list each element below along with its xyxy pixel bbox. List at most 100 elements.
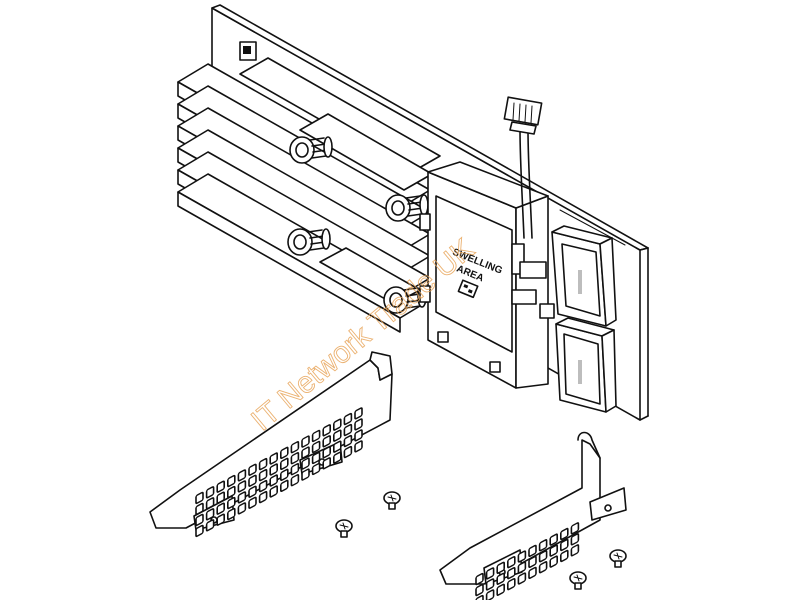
- vent-slot: [301, 468, 310, 481]
- vent-slot: [279, 457, 289, 471]
- vent-slot: [506, 577, 516, 591]
- vent-slot: [528, 555, 537, 569]
- vent-slot: [216, 502, 225, 515]
- vent-slot: [570, 544, 580, 557]
- vent-slot: [559, 549, 569, 563]
- vent-slot: [311, 462, 321, 476]
- vent-slot: [496, 561, 506, 574]
- spring-screw-2: [385, 194, 429, 222]
- vent-slot: [485, 567, 495, 580]
- vent-slot: [248, 485, 257, 498]
- vent-slot: [258, 457, 268, 471]
- vent-slot: [528, 566, 537, 580]
- sas-connector-top: [551, 225, 617, 327]
- vent-slot: [279, 446, 289, 460]
- vent-slot: [248, 496, 257, 509]
- vent-slot: [216, 491, 225, 504]
- vent-slot: [311, 451, 321, 465]
- screw-4: [569, 571, 587, 590]
- vent-slot: [549, 544, 559, 557]
- vent-slot: [343, 434, 353, 448]
- vent-slot: [528, 544, 537, 558]
- vent-slot: [258, 490, 268, 504]
- vent-slot: [559, 538, 569, 552]
- vent-slot: [227, 485, 236, 499]
- vent-slot: [549, 533, 559, 546]
- vent-slot: [354, 418, 363, 431]
- vent-slot: [205, 497, 215, 510]
- vent-slot: [205, 486, 215, 499]
- vent-slot: [279, 468, 289, 482]
- vent-slot: [269, 463, 279, 476]
- vent-slot: [538, 550, 548, 563]
- vent-slot: [506, 555, 516, 569]
- vent-slot: [517, 561, 527, 574]
- vent-slot: [475, 583, 484, 597]
- vent-slot: [343, 412, 353, 426]
- vent-slot: [506, 566, 516, 580]
- low-bracket-vent-grid: [475, 522, 580, 600]
- sas-connector-bottom: [555, 317, 617, 413]
- vent-slot: [496, 572, 506, 585]
- vent-slot: [269, 485, 279, 498]
- vent-slot: [237, 469, 247, 482]
- full-bracket-vent-grid: [195, 407, 363, 538]
- vent-slot: [290, 452, 300, 465]
- vent-slot: [322, 435, 332, 448]
- vent-slot: [343, 445, 353, 459]
- vent-slot: [570, 522, 580, 535]
- vent-slot: [354, 429, 363, 442]
- vent-slot: [322, 457, 332, 470]
- low-profile-bracket: [439, 431, 627, 600]
- vent-slot: [322, 446, 332, 459]
- battery-module: SWELLING AREA: [419, 161, 555, 389]
- vent-slot: [195, 513, 204, 527]
- full-height-bracket: [149, 351, 393, 538]
- vent-slot: [248, 474, 257, 487]
- vent-slot: [195, 524, 204, 538]
- spring-screw-1: [289, 136, 333, 164]
- vent-slot: [343, 423, 353, 437]
- vent-slot: [301, 457, 310, 470]
- vent-slot: [216, 513, 225, 526]
- screw-3: [609, 549, 627, 568]
- vent-slot: [332, 429, 342, 442]
- vent-slot: [258, 479, 268, 493]
- vent-slot: [549, 555, 559, 568]
- vent-slot: [354, 407, 363, 420]
- vent-slot: [332, 440, 342, 453]
- vent-slot: [248, 463, 257, 476]
- vent-slot: [538, 539, 548, 552]
- vent-slot: [195, 491, 204, 505]
- vent-slot: [332, 451, 342, 464]
- vent-slot: [559, 527, 569, 541]
- vent-slot: [538, 561, 548, 574]
- vent-slot: [227, 496, 236, 510]
- vent-slot: [496, 583, 506, 596]
- screw-2: [335, 519, 353, 538]
- vent-slot: [269, 474, 279, 487]
- vent-slot: [311, 440, 321, 454]
- vent-slot: [279, 479, 289, 493]
- vent-slot: [485, 589, 495, 600]
- vent-slot: [195, 502, 204, 516]
- vent-slot: [269, 452, 279, 465]
- battery-cable: [503, 96, 543, 239]
- vent-slot: [205, 508, 215, 521]
- vent-slot: [237, 502, 247, 515]
- vent-slot: [290, 441, 300, 454]
- vent-slot: [570, 533, 580, 546]
- vent-slot: [258, 468, 268, 482]
- vent-slot: [205, 519, 215, 532]
- heatsink: [177, 57, 441, 333]
- vent-slot: [227, 474, 236, 488]
- vent-slot: [485, 578, 495, 591]
- vent-slot: [322, 424, 332, 437]
- screw-1: [383, 491, 401, 510]
- vent-slot: [227, 507, 236, 521]
- vent-slot: [301, 446, 310, 459]
- vent-slot: [290, 474, 300, 487]
- vent-slot: [290, 463, 300, 476]
- vent-slot: [311, 429, 321, 443]
